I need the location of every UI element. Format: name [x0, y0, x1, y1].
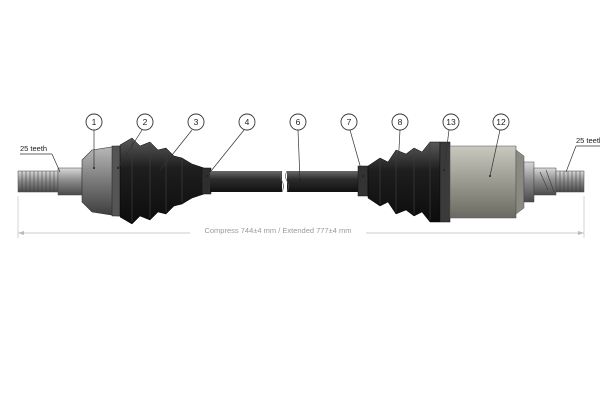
right-boot	[367, 141, 441, 223]
left-spline	[17, 167, 83, 196]
right-spline-label-group: 25 teeth	[565, 136, 600, 173]
callout-7: 7	[340, 113, 364, 177]
right-clamp	[357, 165, 369, 197]
callout-12-label: 12	[496, 117, 506, 127]
right-spline-label: 25 teeth	[576, 136, 600, 145]
callout-7-label: 7	[347, 117, 352, 127]
left-clamp	[201, 167, 212, 195]
left-cv-joint-housing	[81, 145, 123, 217]
callout-3: 3	[159, 113, 205, 171]
callout-4: 4	[206, 113, 256, 177]
callout-2: 2	[117, 113, 154, 169]
right-boot-clamp	[439, 141, 451, 223]
dimension-label: Compress 744±4 mm / Extended 777±4 mm	[204, 226, 351, 235]
callout-6-label: 6	[296, 117, 301, 127]
left-boot	[119, 137, 205, 225]
callout-12: 12	[489, 113, 510, 177]
callout-13-label: 13	[446, 117, 456, 127]
callout-1: 1	[85, 113, 103, 168]
callout-8-label: 8	[398, 117, 403, 127]
callout-13: 13	[442, 113, 460, 171]
right-spline	[533, 167, 585, 196]
callout-1-label: 1	[92, 117, 97, 127]
left-spline-label: 25 teeth	[20, 144, 47, 153]
tripod-housing	[449, 145, 535, 219]
shaft	[210, 170, 363, 193]
callout-6: 6	[289, 113, 307, 181]
callout-4-label: 4	[245, 117, 250, 127]
callout-3-label: 3	[194, 117, 199, 127]
left-spline-label-group: 25 teeth	[20, 144, 61, 173]
leader-dots	[93, 167, 491, 181]
callout-8: 8	[391, 113, 409, 169]
callout-2-label: 2	[143, 117, 148, 127]
overall-length-dimension: Compress 744±4 mm / Extended 777±4 mm	[17, 196, 585, 238]
